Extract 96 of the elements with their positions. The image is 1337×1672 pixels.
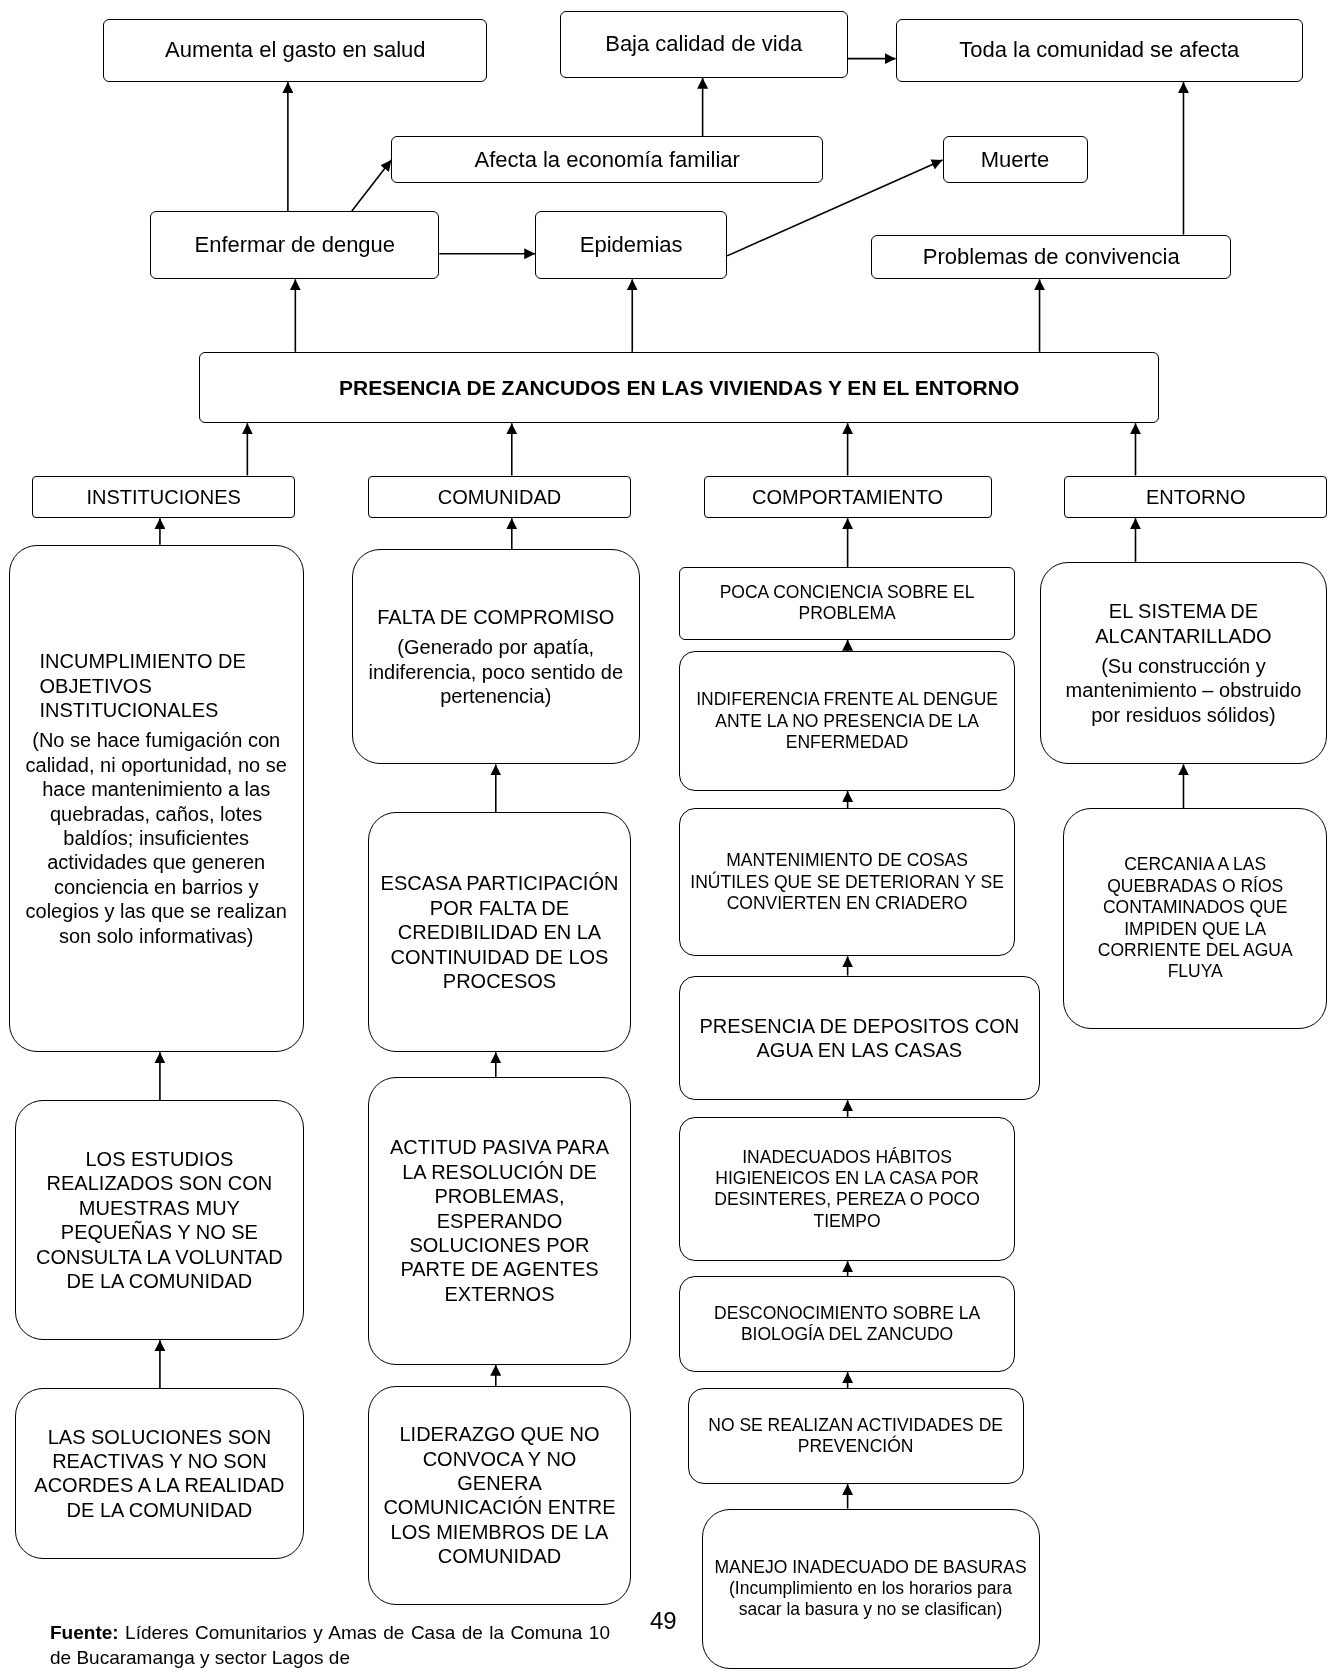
arrow	[490, 1051, 502, 1078]
cause-box	[14, 1388, 304, 1559]
cause-box	[1039, 561, 1328, 765]
cause-box	[199, 351, 1159, 424]
cause-box	[103, 19, 488, 83]
cause-box	[559, 10, 848, 78]
box-text: ENTORNO	[1145, 484, 1246, 510]
cause-box	[367, 1076, 632, 1365]
arrow	[842, 1483, 854, 1510]
cause-box	[679, 1117, 1015, 1262]
box-text: Baja calidad de vida	[605, 30, 803, 58]
cause-box	[679, 567, 1015, 640]
box-text: DESCONOCIMIENTO SOBRE LA BIOLOGÍA DEL ZANCUDO	[713, 1302, 982, 1346]
arrow	[1130, 422, 1141, 477]
box-text: Enfermar de dengue	[194, 231, 396, 259]
arrow	[846, 53, 897, 65]
cause-box	[14, 1100, 304, 1341]
cause-box	[1063, 808, 1328, 1029]
cause-box	[8, 544, 304, 1053]
cause-box	[351, 549, 640, 765]
arrow	[1177, 81, 1189, 236]
box-text: NO SE REALIZAN ACTIVIDADES DE PREVENCIÓN	[707, 1414, 1004, 1458]
cause-box	[1064, 475, 1328, 519]
box-text: CERCANIA A LAS QUEBRADAS O RÍOS CONTAMINADOS QUE IMPIDEN QUE LA CORRIENTE DEL AGUA FLUYA	[1096, 854, 1294, 983]
box-text: Toda la comunidad se afecta	[959, 37, 1240, 65]
box-text: (Su construcción y mantenimiento – obstruido por residuos sólidos)	[1064, 653, 1303, 728]
arrow	[1177, 763, 1189, 809]
cause-box	[871, 234, 1232, 280]
box-text: PRESENCIA DE ZANCUDOS EN LAS VIVIENDAS Y EN EL ENTORNO	[339, 374, 1020, 401]
arrow	[842, 517, 854, 568]
arrow	[842, 955, 854, 977]
cause-box	[942, 136, 1088, 184]
cause-box	[679, 975, 1040, 1101]
cause-box	[701, 1508, 1040, 1669]
box-text: ACTITUD PASIVA PARA LA RESOLUCIÓN DE PROBLEMAS, ESPERANDO SOLUCIONES POR PARTE DE AGENTES EXTERNOS	[389, 1135, 610, 1307]
cause-box	[679, 1276, 1015, 1373]
box-text: MANTENIMIENTO DE COSAS INÚTILES QUE SE DETERIORAN Y SE CONVIERTEN EN CRIADERO	[690, 850, 1004, 915]
arrow	[726, 159, 944, 257]
box-text: POCA CONCIENCIA SOBRE EL PROBLEMA	[718, 582, 976, 625]
box-text: LAS SOLUCIONES SON REACTIVAS Y NO SON ACORDES A LA REALIDAD DE LA COMUNIDAD	[33, 1424, 286, 1523]
box-text: LOS ESTUDIOS REALIZADOS SON CON MUESTRAS MUY PEQUEÑAS Y NO SE CONSULTA LA VOLUNTAD DE LA COMUNIDAD	[35, 1147, 284, 1294]
box-text: COMUNIDAD	[437, 484, 562, 510]
box-text: Muerte	[980, 146, 1050, 174]
arrow	[289, 278, 301, 353]
box-text: Epidemias	[579, 231, 683, 259]
cause-box	[535, 211, 728, 280]
arrow	[842, 790, 854, 809]
box-heading: FALTA DE COMPROMISO	[377, 604, 615, 630]
cause-box	[679, 808, 1015, 957]
box-text: PRESENCIA DE DEPOSITOS CON AGUA EN LAS CASAS	[698, 1013, 1021, 1063]
cause-box	[367, 812, 632, 1053]
arrow	[626, 278, 638, 353]
arrow	[842, 1371, 854, 1389]
arrow	[154, 1051, 166, 1102]
box-text: ESCASA PARTICIPACIÓN POR FALTA DE CREDIBILIDAD EN LA CONTINUIDAD DE LOS PROCESOS	[379, 871, 620, 994]
page-number: 49	[650, 1606, 677, 1636]
cause-box	[367, 475, 632, 519]
box-text: MANEJO INADECUADO DE BASURAS (Incumplimiento en los horarios para sacar la basura y no se clasifican)	[713, 1556, 1028, 1621]
box-text: (Generado por apatía, indiferencia, poco sentido de pertenencia)	[367, 635, 625, 709]
box-text: INDIFERENCIA FRENTE AL DENGUE ANTE LA NO PRESENCIA DE LA ENFERMEDAD	[695, 689, 999, 754]
box-text: Problemas de convivencia	[922, 243, 1180, 271]
arrow	[438, 248, 537, 260]
arrow	[241, 422, 253, 477]
cause-box	[895, 19, 1303, 83]
arrow	[842, 1099, 854, 1119]
arrow	[842, 638, 854, 653]
box-text: INADECUADOS HÁBITOS HIGIENEICOS EN LA CASA POR DESINTERES, PEREZA O POCO TIEMPO	[713, 1146, 981, 1232]
source-note: Fuente: Líderes Comunitarios y Amas de Casa de la Comuna 10 de Bucaramanga y sector Lagos de	[50, 1621, 610, 1670]
arrow	[1034, 278, 1046, 353]
arrow	[351, 159, 393, 212]
arrow	[842, 1260, 854, 1278]
arrow	[1130, 517, 1141, 563]
cause-box	[391, 136, 824, 184]
box-text: COMPORTAMIENTO	[752, 484, 944, 510]
cause-box	[367, 1386, 632, 1605]
arrow	[506, 422, 518, 477]
arrow	[490, 763, 502, 814]
arrow	[154, 517, 166, 546]
box-heading: EL SISTEMA DE ALCANTARILLADO	[1094, 599, 1273, 648]
cause-box	[679, 651, 1015, 792]
arrow	[697, 77, 709, 138]
arrow	[490, 1363, 502, 1387]
cause-box	[687, 1388, 1024, 1485]
arrow	[282, 81, 294, 212]
box-text: INSTITUCIONES	[86, 484, 241, 510]
box-text: Aumenta el gasto en salud	[165, 37, 426, 65]
arrow	[506, 517, 518, 550]
cause-box	[150, 211, 440, 280]
cause-box	[703, 475, 992, 519]
box-text: LIDERAZGO QUE NO CONVOCA Y NO GENERA COMUNICACIÓN ENTRE LOS MIEMBROS DE LA COMUNIDAD	[382, 1422, 617, 1569]
arrow	[154, 1339, 166, 1389]
box-text: Afecta la economía familiar	[474, 146, 740, 174]
box-heading: INCUMPLIMIENTO DE OBJETIVOS INSTITUCIONALES	[38, 649, 247, 723]
box-text: (No se hace fumigación con calidad, ni oportunidad, no se hace mantenimiento a las quebradas, caños, lotes baldíos; insuficientes actividades que generen conciencia en barrios y colegios y las que se realizan son solo informativas)	[24, 728, 288, 948]
cause-box	[32, 475, 296, 519]
arrow	[842, 422, 854, 477]
